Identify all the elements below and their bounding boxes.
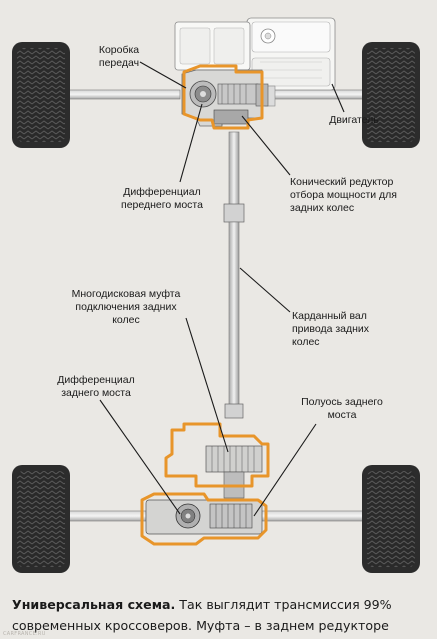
engine-block (246, 17, 336, 107)
driveshaft-rear (228, 221, 240, 409)
rear-clutch-housing-outline (164, 422, 270, 488)
front-axle-left (67, 89, 181, 100)
leader-front-diff (179, 103, 203, 183)
label-rear-halfshaft: Полуось заднего моста (301, 396, 383, 421)
leader-engine (331, 83, 345, 113)
leader-lines (99, 61, 345, 517)
label-front-diff: Дифференциал переднего моста (121, 186, 203, 211)
gearbox (174, 21, 251, 71)
rear-right-wheel (362, 465, 420, 573)
leader-clutch (185, 317, 229, 453)
rear-diff-housing-outline (140, 492, 268, 546)
rear-left-wheel (12, 465, 70, 573)
label-gearbox: Коробка передач (98, 44, 140, 69)
label-rear-diff: Дифференциал заднего моста (57, 374, 135, 399)
rear-axle-right (261, 510, 365, 522)
leader-gearbox (139, 61, 187, 89)
leader-rear-halfshaft (253, 423, 317, 517)
watermark: CARFRANCE.RU (3, 631, 46, 637)
front-left-wheel (12, 42, 70, 148)
caption: Универсальная схема. Так выглядит трансм… (12, 594, 432, 636)
rear-clutch-unit (205, 445, 263, 499)
label-clutch: Многодисковая муфта подключения задних к… (71, 288, 181, 326)
rear-axle-left (67, 510, 147, 522)
leader-driveshaft (239, 267, 291, 313)
label-driveshaft: Карданный вал привода задних колес (292, 310, 370, 348)
leader-bevel-gear (241, 115, 291, 176)
rear-differential (145, 499, 263, 535)
driveshaft-joint (223, 203, 245, 223)
label-bevel-gear: Конический редуктор отбора мощности для … (290, 176, 397, 214)
caption-bold: Универсальная схема. (12, 597, 176, 612)
label-engine: Двигатель (329, 114, 379, 126)
front-housing-outline (182, 64, 264, 130)
caption-text: Так выглядит трансмиссия 99% современных… (12, 597, 392, 633)
front-right-wheel (362, 42, 420, 148)
driveshaft-front (228, 131, 240, 215)
driveshaft-joint-rear (224, 403, 244, 419)
leader-rear-diff (99, 399, 181, 515)
